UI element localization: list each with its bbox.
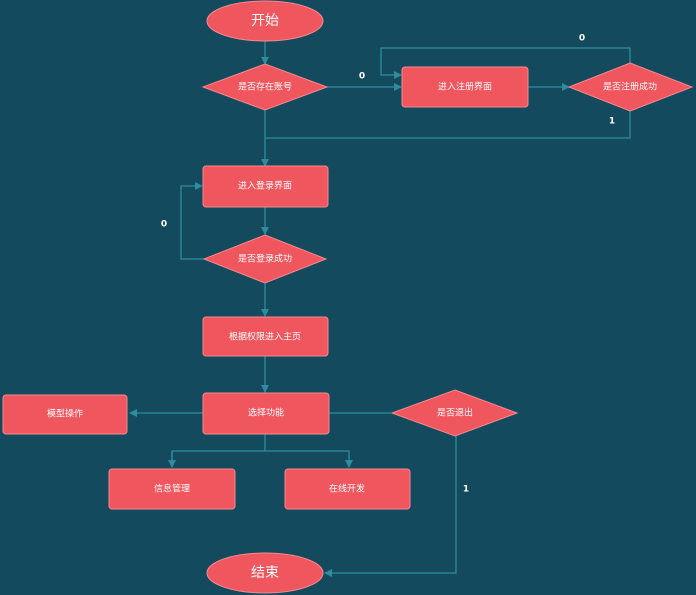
node-info-management-label: 信息管理 [154,483,190,495]
edge-label-has-account-no: 0 [359,72,365,82]
node-has-account: 是否存在账号 [201,63,329,111]
node-enter-register-label: 进入注册界面 [438,81,492,93]
node-info-management: 信息管理 [108,468,236,510]
node-start-label: 开始 [251,13,279,29]
node-home-by-permission-label: 根据权限进入主页 [229,331,301,343]
node-select-function: 选择功能 [202,392,330,435]
edge-login-retry [180,182,204,260]
edge-label-register-retry: 0 [579,34,585,44]
node-home-by-permission: 根据权限进入主页 [202,316,329,357]
edge-select-branch [171,434,349,467]
node-login-success-label: 是否登录成功 [238,253,292,265]
edge-label-register-done: 1 [609,117,615,127]
node-start: 开始 [206,0,324,42]
edges [129,41,631,577]
node-online-development-label: 在线开发 [329,483,365,495]
node-online-development: 在线开发 [284,468,411,510]
edge-label-login-retry: 0 [161,220,167,230]
node-exit-label: 是否退出 [437,407,473,419]
node-enter-register: 进入注册界面 [401,66,529,108]
node-end-label: 结束 [251,565,279,581]
node-model-operation-label: 模型操作 [47,408,83,420]
edge-register-retry [380,47,631,79]
node-login-success: 是否登录成功 [202,234,328,284]
node-exit: 是否退出 [390,389,519,437]
node-register-success: 是否注册成功 [567,62,694,112]
node-has-account-label: 是否存在账号 [238,81,292,93]
node-enter-login: 进入登录界面 [202,165,329,208]
node-enter-login-label: 进入登录界面 [238,181,292,192]
edge-exit-to-end [324,436,457,577]
node-model-operation: 模型操作 [2,394,128,435]
node-end: 结束 [206,552,324,594]
node-register-success-label: 是否注册成功 [603,81,657,93]
edge-register-done [265,111,631,139]
node-select-function-label: 选择功能 [248,407,284,419]
edge-label-exit-yes: 1 [463,485,469,495]
